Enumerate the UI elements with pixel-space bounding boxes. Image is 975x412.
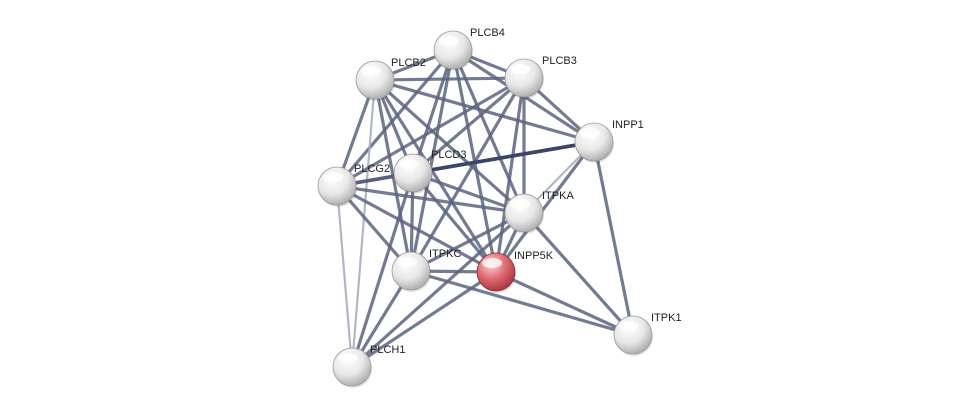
node-label-plcb4: PLCB4 (470, 27, 505, 39)
node-label-inpp1: INPP1 (612, 119, 644, 131)
node-itpkc[interactable] (391, 251, 431, 292)
node-highlight (482, 258, 502, 268)
edge-plcg2-inpp5k (335, 184, 498, 274)
edge-plcb3-inpp5k (494, 76, 526, 274)
edge-plcd3-itpka (411, 171, 526, 215)
edge-plcb4-itpkc (409, 48, 455, 273)
node-label-plcd3: PLCD3 (431, 149, 466, 161)
node-label-plcb3: PLCB3 (542, 55, 577, 67)
nodes-layer (317, 30, 653, 388)
node-plcb4[interactable] (433, 30, 473, 71)
edge-plcg2-plch1 (335, 184, 354, 369)
edge-inpp5k-itpk1 (494, 270, 635, 337)
node-plcd3[interactable] (393, 153, 433, 194)
node-label-itpka: ITPKA (542, 190, 574, 202)
edge-plcb3-itpkc (409, 76, 526, 273)
node-inpp1[interactable] (574, 122, 614, 163)
node-plcb3[interactable] (504, 58, 544, 99)
node-highlight (361, 66, 381, 76)
edge-itpka-plch1 (350, 211, 526, 369)
node-highlight (619, 321, 639, 331)
edge-itpka-itpk1 (522, 211, 635, 337)
node-label-plcg2: PLCG2 (354, 163, 390, 175)
node-plch1[interactable] (332, 347, 372, 388)
node-highlight (338, 353, 358, 363)
node-highlight (323, 172, 343, 182)
node-inpp5k[interactable] (476, 252, 516, 293)
node-highlight (580, 128, 600, 138)
node-highlight (510, 199, 530, 209)
node-itpk1[interactable] (613, 315, 653, 356)
node-highlight (399, 159, 419, 169)
edge-plcb2-itpka (373, 78, 526, 215)
edge-plcb3-plcg2 (335, 76, 526, 188)
node-itpka[interactable] (504, 193, 544, 234)
edge-itpkc-itpk1 (409, 269, 635, 337)
node-highlight (397, 257, 417, 267)
edge-itpka-itpkc (409, 211, 526, 273)
edge-inpp1-itpk1 (592, 140, 635, 337)
node-highlight (510, 64, 530, 74)
node-label-itpkc: ITPKC (429, 248, 461, 260)
node-label-inpp5k: INPP5K (514, 250, 554, 262)
edge-plcb4-itpka (451, 48, 526, 215)
edge-plcb3-plcd3 (411, 76, 526, 175)
edge-plcd3-inpp5k (411, 171, 498, 274)
edge-plcg2-itpka (335, 184, 526, 215)
node-label-plcb2: PLCB2 (391, 57, 426, 69)
node-plcb2[interactable] (355, 60, 395, 101)
edge-plcb4-plcg2 (335, 48, 455, 188)
edge-inpp1-inpp5k (494, 140, 596, 274)
edge-plcb2-plch1 (350, 78, 377, 369)
node-highlight (439, 36, 459, 46)
edge-plcd3-plch1 (350, 171, 415, 369)
node-label-plch1: PLCH1 (370, 344, 405, 356)
node-label-itpk1: ITPK1 (651, 312, 682, 324)
edge-inpp1-plcd3 (411, 140, 596, 175)
node-plcg2[interactable] (317, 166, 357, 207)
edge-plcb2-plcb3 (373, 76, 526, 82)
edge-plcb2-inpp5k (373, 78, 498, 274)
